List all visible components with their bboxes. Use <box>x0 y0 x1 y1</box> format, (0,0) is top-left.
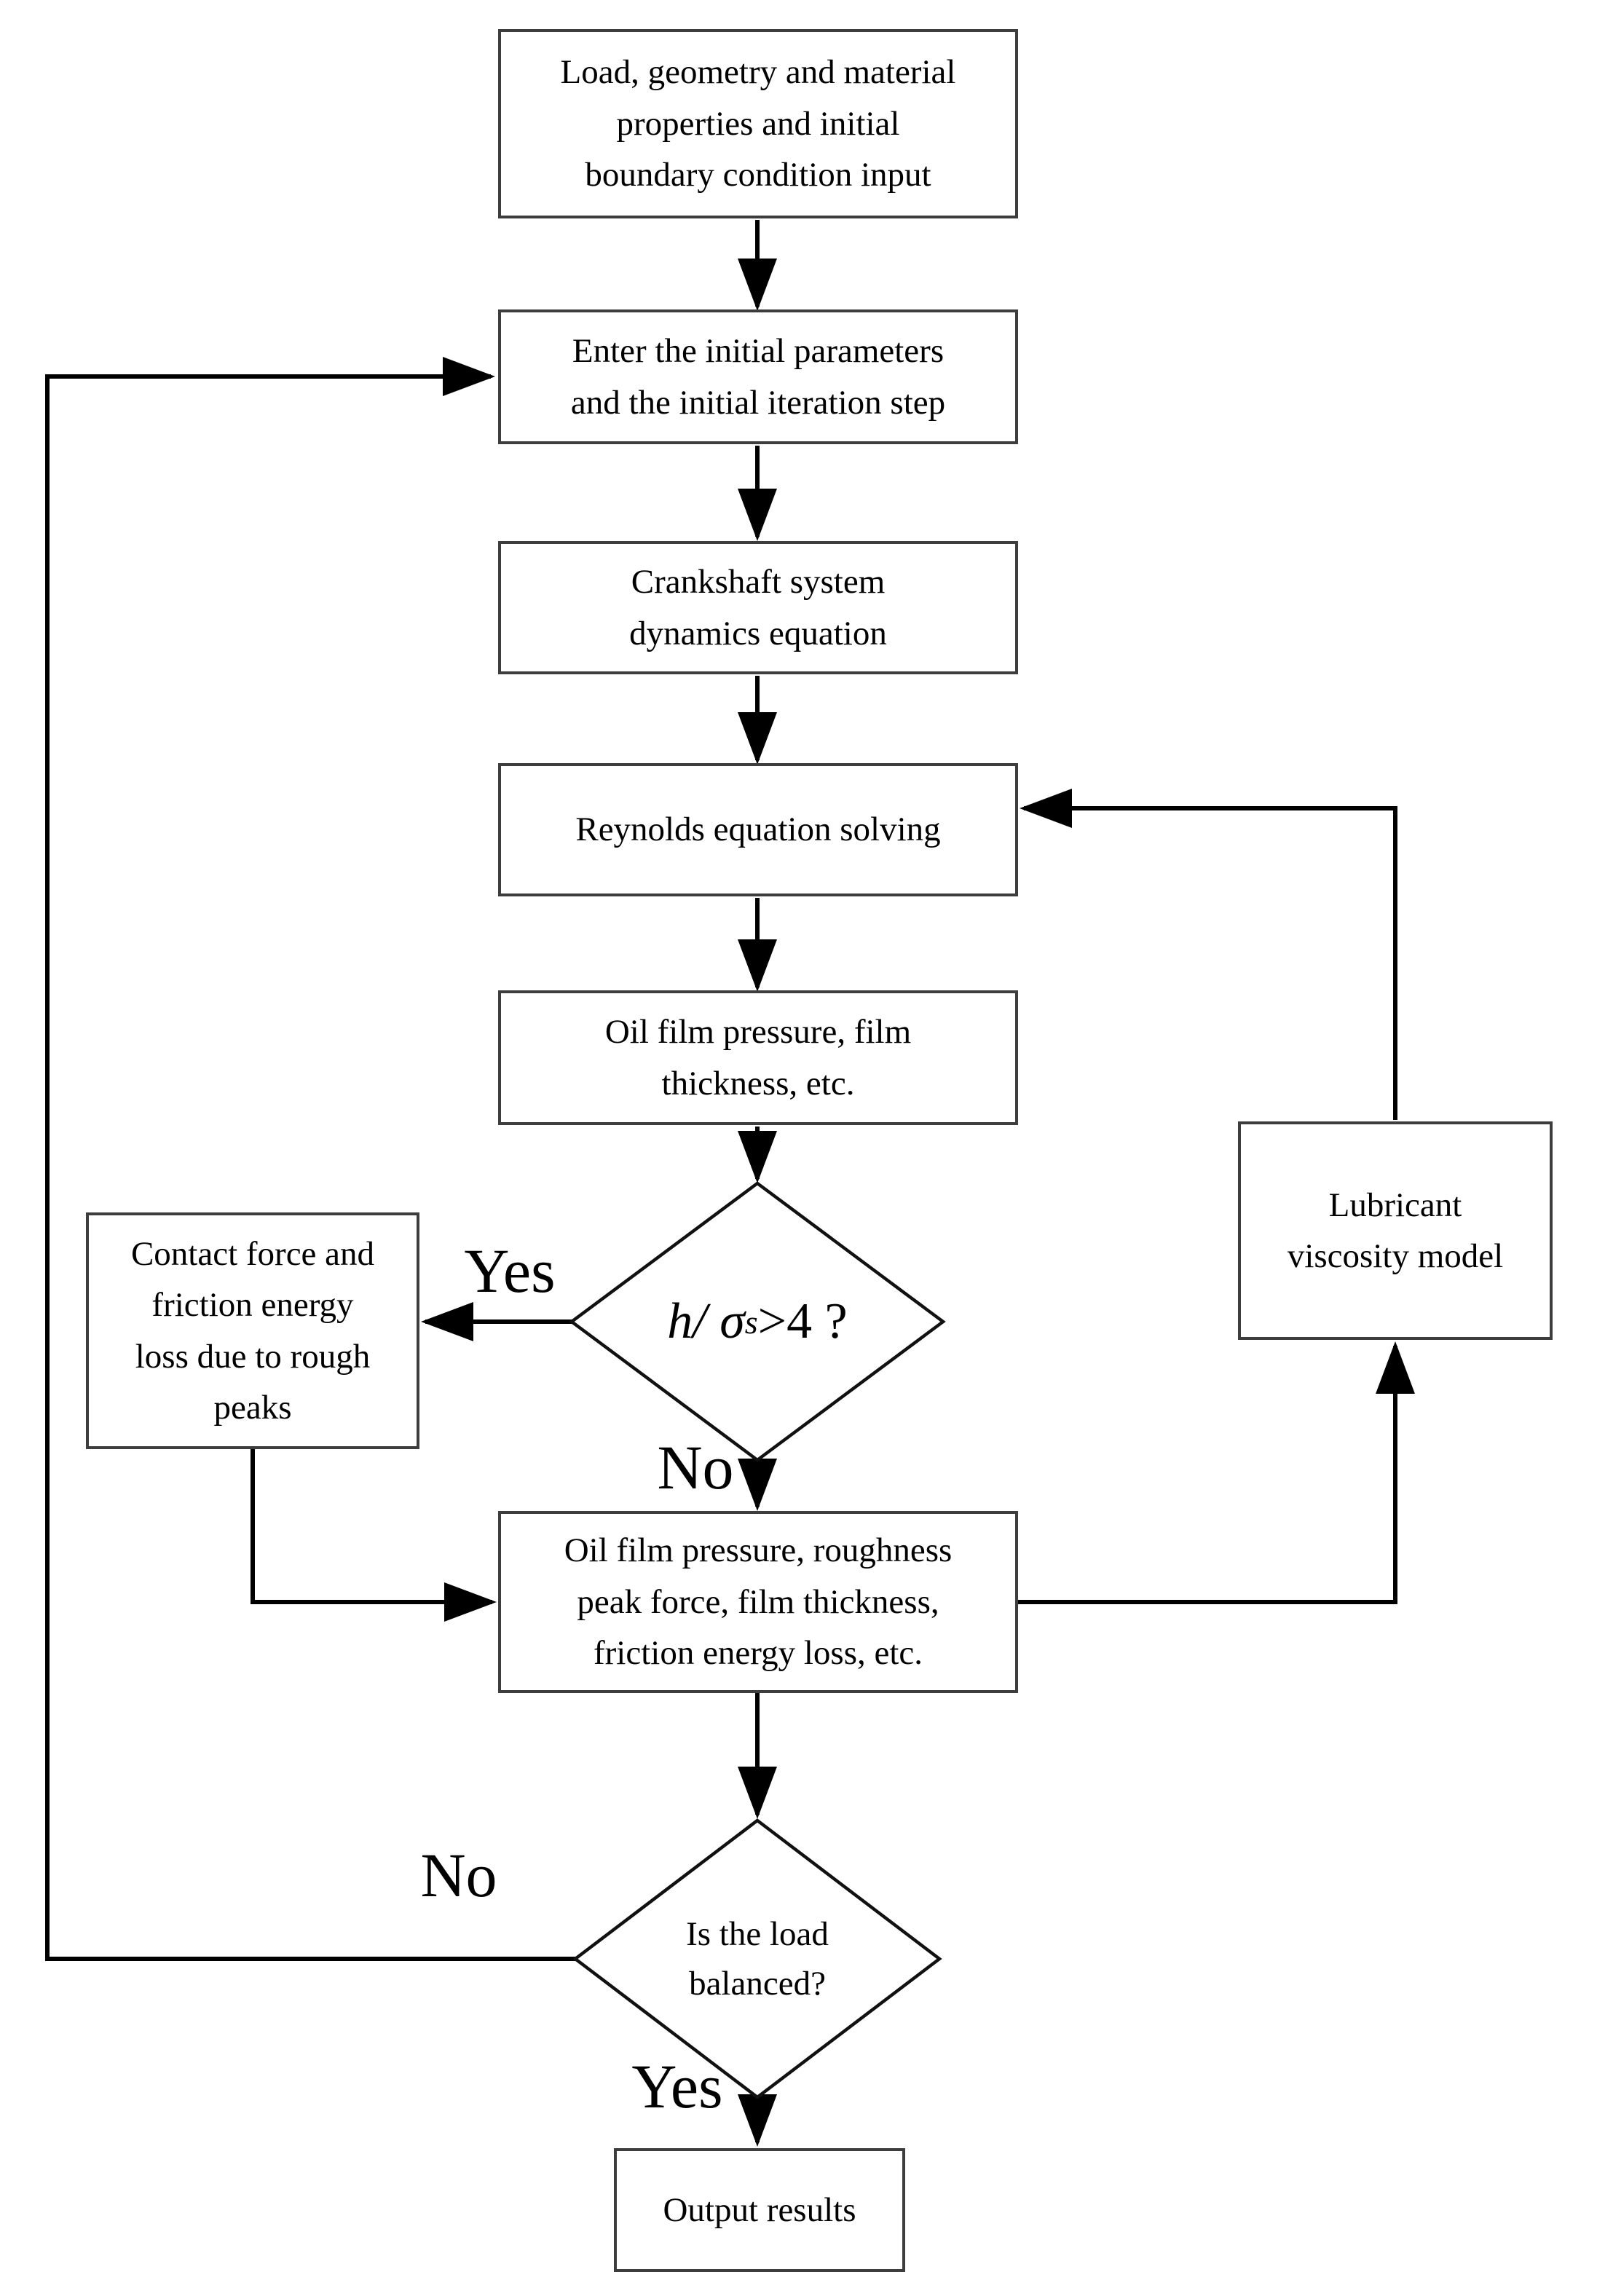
node-oil-film-results: Oil film pressure, film thickness, etc. <box>498 990 1018 1125</box>
node-oil-film-results-label: Oil film pressure, film thickness, etc. <box>604 1013 912 1102</box>
edge-label-yes-load: Yes <box>631 2051 723 2121</box>
edge-label-no-film: No <box>657 1432 734 1502</box>
edge-contact-to-mixed <box>251 1449 497 1622</box>
formula-comparison: >4 ? <box>757 1293 848 1349</box>
decision-load-balanced-label: Is the load balanced? <box>612 1890 903 2028</box>
edge-lubricant-to-reynolds <box>1020 789 1397 1120</box>
formula-subscript-s: s <box>744 1303 758 1341</box>
node-reynolds-solving: Reynolds equation solving <box>498 763 1018 896</box>
node-reynolds-solving-label: Reynolds equation solving <box>575 810 941 849</box>
node-enter-parameters-label: Enter the initial parameters and the ini… <box>570 332 946 422</box>
edge-mixed-to-lubricant <box>1018 1341 1415 1604</box>
node-load-input-label: Load, geometry and material properties a… <box>560 53 956 194</box>
node-lubricant-viscosity: Lubricant viscosity model <box>1238 1121 1553 1340</box>
node-enter-parameters: Enter the initial parameters and the ini… <box>498 309 1018 444</box>
node-crankshaft-dynamics: Crankshaft system dynamics equation <box>498 541 1018 674</box>
edge-label-yes-film: Yes <box>464 1236 556 1306</box>
node-contact-force-label: Contact force and friction energy loss d… <box>130 1234 375 1427</box>
node-lubricant-viscosity-label: Lubricant viscosity model <box>1287 1186 1504 1276</box>
decision-load-balanced-text: Is the load balanced? <box>686 1914 829 2003</box>
node-output-results-label: Output results <box>663 2190 856 2229</box>
edge-decision-load-no-loop <box>45 357 575 1961</box>
decision-diamond-load-balanced <box>572 1818 942 2099</box>
edge-label-no-load: No <box>420 1840 497 1910</box>
node-mixed-results: Oil film pressure, roughness peak force,… <box>498 1511 1018 1693</box>
formula-h-sigma: h/ σ <box>667 1293 745 1349</box>
decision-diamond-film-ratio <box>569 1181 946 1462</box>
node-crankshaft-dynamics-label: Crankshaft system dynamics equation <box>629 563 887 652</box>
node-contact-force: Contact force and friction energy loss d… <box>86 1212 419 1449</box>
node-mixed-results-label: Oil film pressure, roughness peak force,… <box>564 1531 953 1673</box>
node-output-results: Output results <box>614 2148 905 2272</box>
node-load-input: Load, geometry and material properties a… <box>498 29 1018 218</box>
